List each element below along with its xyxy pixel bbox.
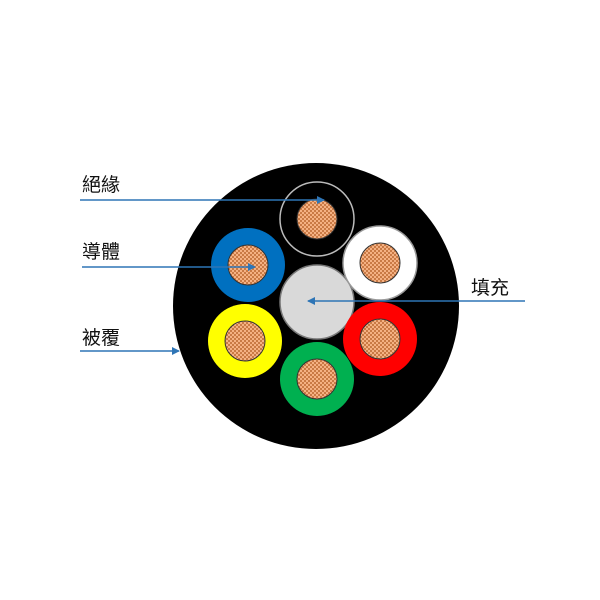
- insulation-label: 絕緣: [82, 174, 120, 196]
- core-white: [342, 225, 418, 301]
- copper-conductor: [227, 244, 269, 286]
- core-yellow: [208, 304, 282, 378]
- copper-conductor: [224, 320, 266, 362]
- filler: [279, 264, 355, 340]
- core-black: [279, 181, 355, 257]
- core-blue: [211, 228, 285, 302]
- copper-conductor: [359, 318, 401, 360]
- core-red: [343, 302, 417, 376]
- sheath-label: 被覆: [82, 327, 120, 349]
- conductor-label: 導體: [82, 241, 120, 263]
- core-green: [280, 342, 354, 416]
- copper-conductor: [296, 198, 338, 240]
- filler-label: 填充: [471, 277, 509, 299]
- copper-conductor: [296, 358, 338, 400]
- copper-conductor: [359, 242, 401, 284]
